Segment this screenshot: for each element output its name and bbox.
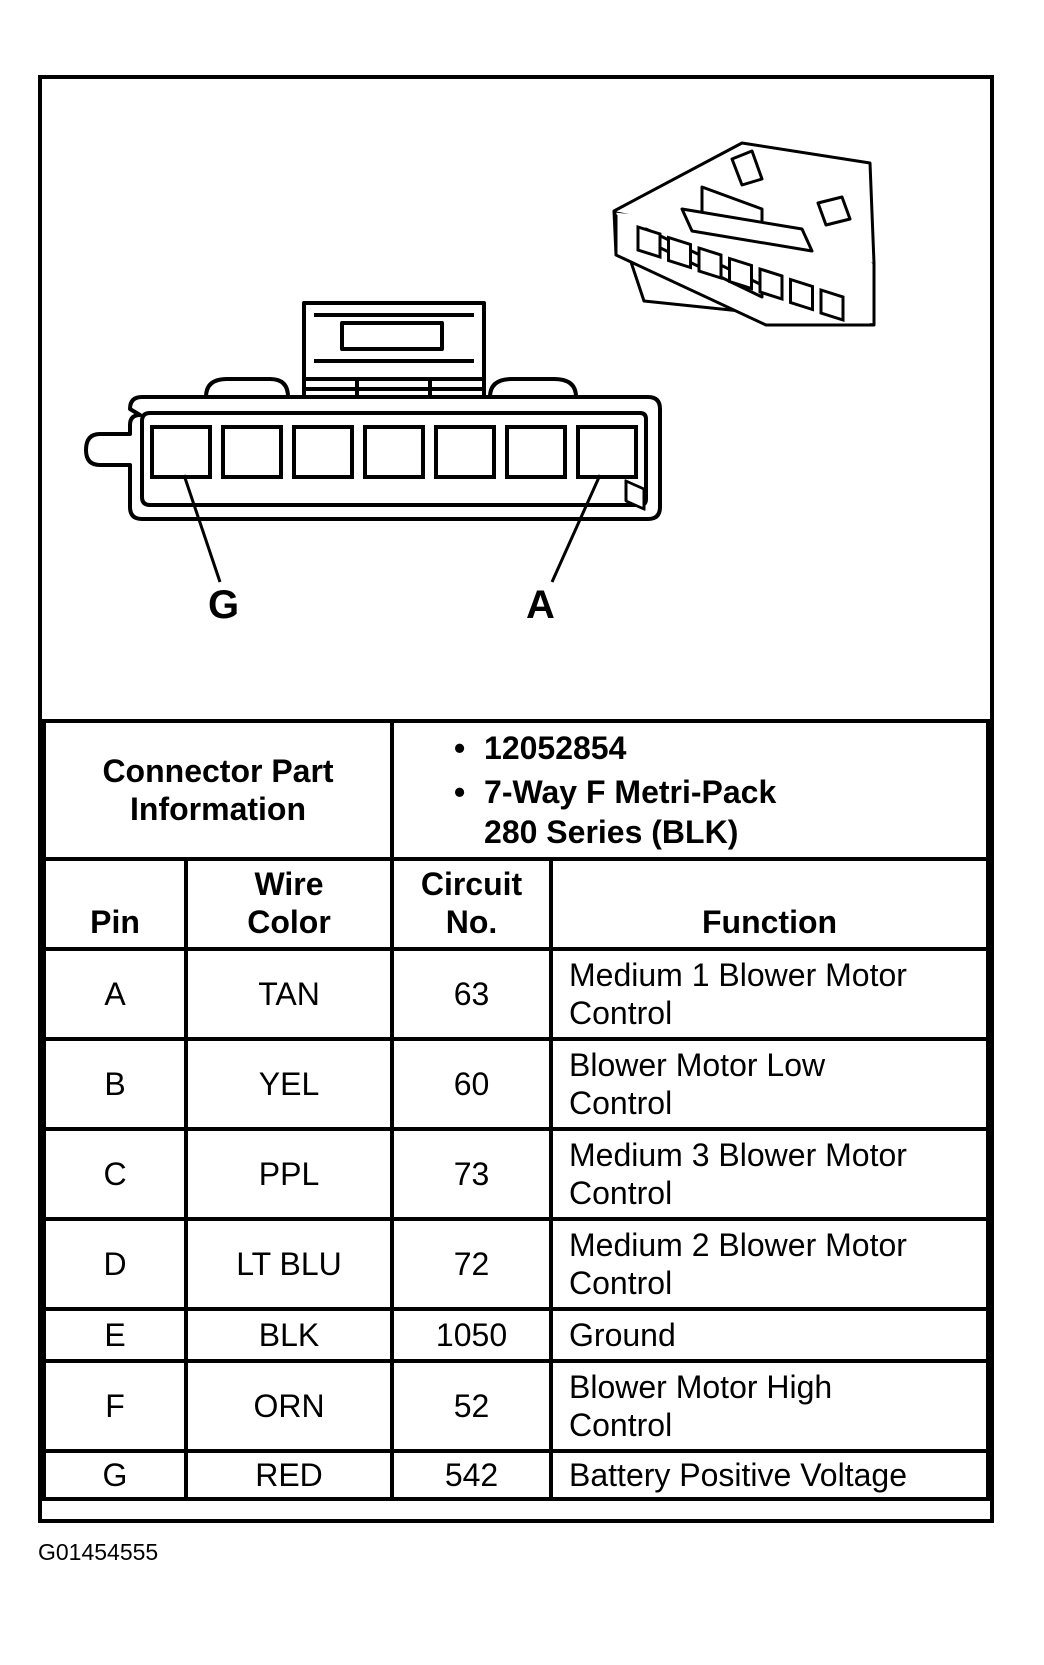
header-circuit-no: Circuit No. bbox=[390, 857, 554, 951]
pin-cell: A bbox=[42, 947, 188, 1041]
connector-figure-frame: G A Connector Part Information 12052854 … bbox=[38, 75, 994, 1523]
pin-cell: C bbox=[42, 1127, 188, 1221]
connector-info-row: Connector Part Information 12052854 7-Wa… bbox=[41, 719, 990, 861]
function-cell: Battery Positive Voltage bbox=[549, 1449, 990, 1501]
pin-cavity-3d bbox=[636, 224, 662, 260]
table-row: A TAN 63 Medium 1 Blower Motor Control bbox=[42, 947, 990, 1041]
wire-color-cell: LT BLU bbox=[183, 1217, 395, 1311]
pin-leader-lines bbox=[182, 474, 602, 583]
function-cell: Medium 3 Blower Motor Control bbox=[549, 1127, 990, 1221]
circuit-cell: 542 bbox=[390, 1449, 554, 1501]
connector-info-values: 12052854 7-Way F Metri-Pack 280 Series (… bbox=[390, 719, 990, 861]
pin-cell: F bbox=[42, 1359, 188, 1453]
wire-color-cell: ORN bbox=[183, 1359, 395, 1453]
circuit-cell: 72 bbox=[390, 1217, 554, 1311]
pin-cavity bbox=[363, 425, 425, 479]
pin-cavity-3d bbox=[789, 277, 814, 312]
wire-color-cell: RED bbox=[183, 1449, 395, 1501]
header-function: Function bbox=[549, 857, 990, 951]
circuit-cell: 63 bbox=[390, 947, 554, 1041]
table-row: D LT BLU 72 Medium 2 Blower Motor Contro… bbox=[42, 1217, 990, 1311]
function-cell: Medium 2 Blower Motor Control bbox=[549, 1217, 990, 1311]
pin-cavity-3d bbox=[819, 287, 845, 323]
pin-cavity bbox=[505, 425, 567, 479]
connector-pin-table: Connector Part Information 12052854 7-Wa… bbox=[41, 719, 990, 1501]
pin-cavity-3d bbox=[667, 235, 692, 270]
pin-cavity-3d bbox=[697, 245, 723, 281]
connector-description: 7-Way F Metri-Pack 280 Series (BLK) bbox=[454, 772, 986, 852]
figure-id: G01454555 bbox=[38, 1539, 159, 1565]
table-row: E BLK 1050 Ground bbox=[42, 1307, 990, 1363]
pin-cell: G bbox=[42, 1449, 188, 1501]
function-cell: Blower Motor Low Control bbox=[549, 1037, 990, 1131]
table-header-row: Pin Wire Color Circuit No. Function bbox=[42, 857, 990, 951]
pin-cavity bbox=[150, 425, 212, 479]
wire-color-cell: PPL bbox=[183, 1127, 395, 1221]
connector-info-label-line: Connector Part bbox=[102, 753, 334, 789]
pin-cavity bbox=[434, 425, 496, 479]
pin-label-a: A bbox=[526, 583, 555, 627]
connector-info-label-line: Information bbox=[130, 791, 306, 827]
connector-info-label: Connector Part Information bbox=[41, 719, 395, 861]
function-cell: Medium 1 Blower Motor Control bbox=[549, 947, 990, 1041]
leader-line-a bbox=[550, 474, 602, 583]
pin-cell: D bbox=[42, 1217, 188, 1311]
header-wire-color: Wire Color bbox=[183, 857, 395, 951]
function-cell: Blower Motor High Control bbox=[549, 1359, 990, 1453]
wire-color-cell: TAN bbox=[183, 947, 395, 1041]
connector-drawing bbox=[84, 141, 876, 583]
table-row: F ORN 52 Blower Motor High Control bbox=[42, 1359, 990, 1453]
latch-window bbox=[340, 321, 444, 351]
pin-cavity-3d bbox=[758, 266, 784, 302]
table-row: G RED 542 Battery Positive Voltage bbox=[42, 1449, 990, 1501]
pin-cavity-3d bbox=[728, 256, 753, 291]
pin-cell: B bbox=[42, 1037, 188, 1131]
table-row: B YEL 60 Blower Motor Low Control bbox=[42, 1037, 990, 1131]
circuit-cell: 73 bbox=[390, 1127, 554, 1221]
leader-line-g bbox=[182, 474, 222, 583]
circuit-cell: 60 bbox=[390, 1037, 554, 1131]
pin-cavities bbox=[150, 425, 638, 479]
wire-color-cell: BLK bbox=[183, 1307, 395, 1363]
pin-label-g: G bbox=[208, 583, 240, 627]
wire-color-cell: YEL bbox=[183, 1037, 395, 1131]
connector-diagram: G A bbox=[42, 79, 990, 719]
pin-cavity bbox=[221, 425, 283, 479]
function-cell: Ground bbox=[549, 1307, 990, 1363]
pin-cavity bbox=[292, 425, 354, 479]
circuit-cell: 52 bbox=[390, 1359, 554, 1453]
header-pin: Pin bbox=[42, 857, 188, 951]
connector-face-view bbox=[84, 301, 662, 521]
connector-3d-cavities bbox=[636, 224, 845, 323]
table-row: C PPL 73 Medium 3 Blower Motor Control bbox=[42, 1127, 990, 1221]
pin-cell: E bbox=[42, 1307, 188, 1363]
circuit-cell: 1050 bbox=[390, 1307, 554, 1363]
part-number: 12052854 bbox=[454, 728, 986, 768]
pin-cavity bbox=[576, 425, 638, 479]
